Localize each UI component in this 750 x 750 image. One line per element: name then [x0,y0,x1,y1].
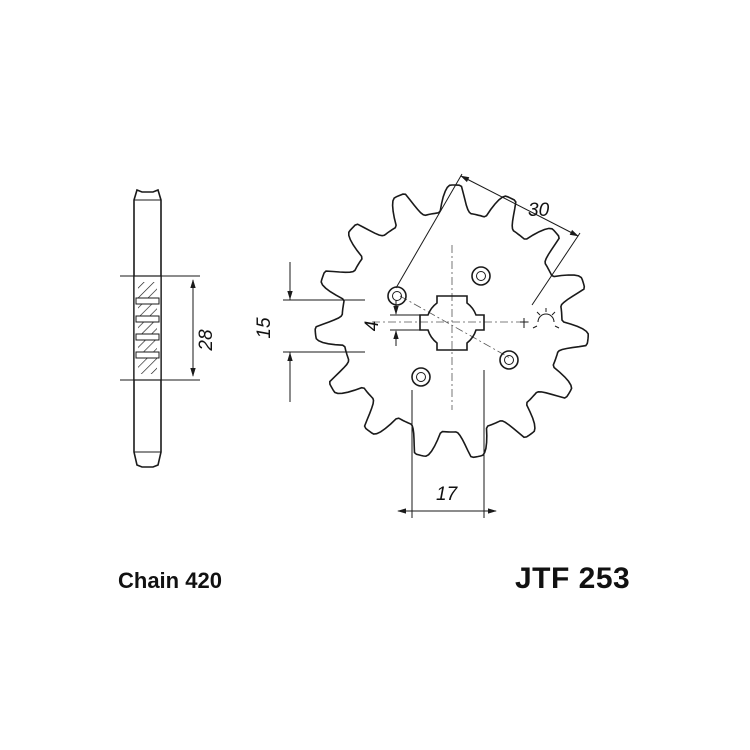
side-view: 28 [120,188,217,468]
bolt-hole [471,266,491,286]
bolt-hole [411,367,431,387]
bolt-hole [387,286,407,306]
dim-key-text: 4 [362,321,383,332]
bolt-hole [499,350,519,370]
dim-line-30 [460,175,579,237]
front-view: 15 4 30 17 [254,173,589,518]
spline-slots [135,297,160,359]
reference-mark [520,308,560,329]
dim-bolt-spacing-text: 17 [436,484,459,505]
dim-spline-text: 15 [254,317,275,339]
sprocket-outline [314,184,589,459]
dim-offset-text: 28 [196,329,217,352]
chain-label: Chain 420 [118,568,222,593]
dim-bolt-pcd-text: 30 [528,200,550,221]
side-hub-hatch [138,282,157,374]
part-number: JTF 253 [515,562,631,595]
